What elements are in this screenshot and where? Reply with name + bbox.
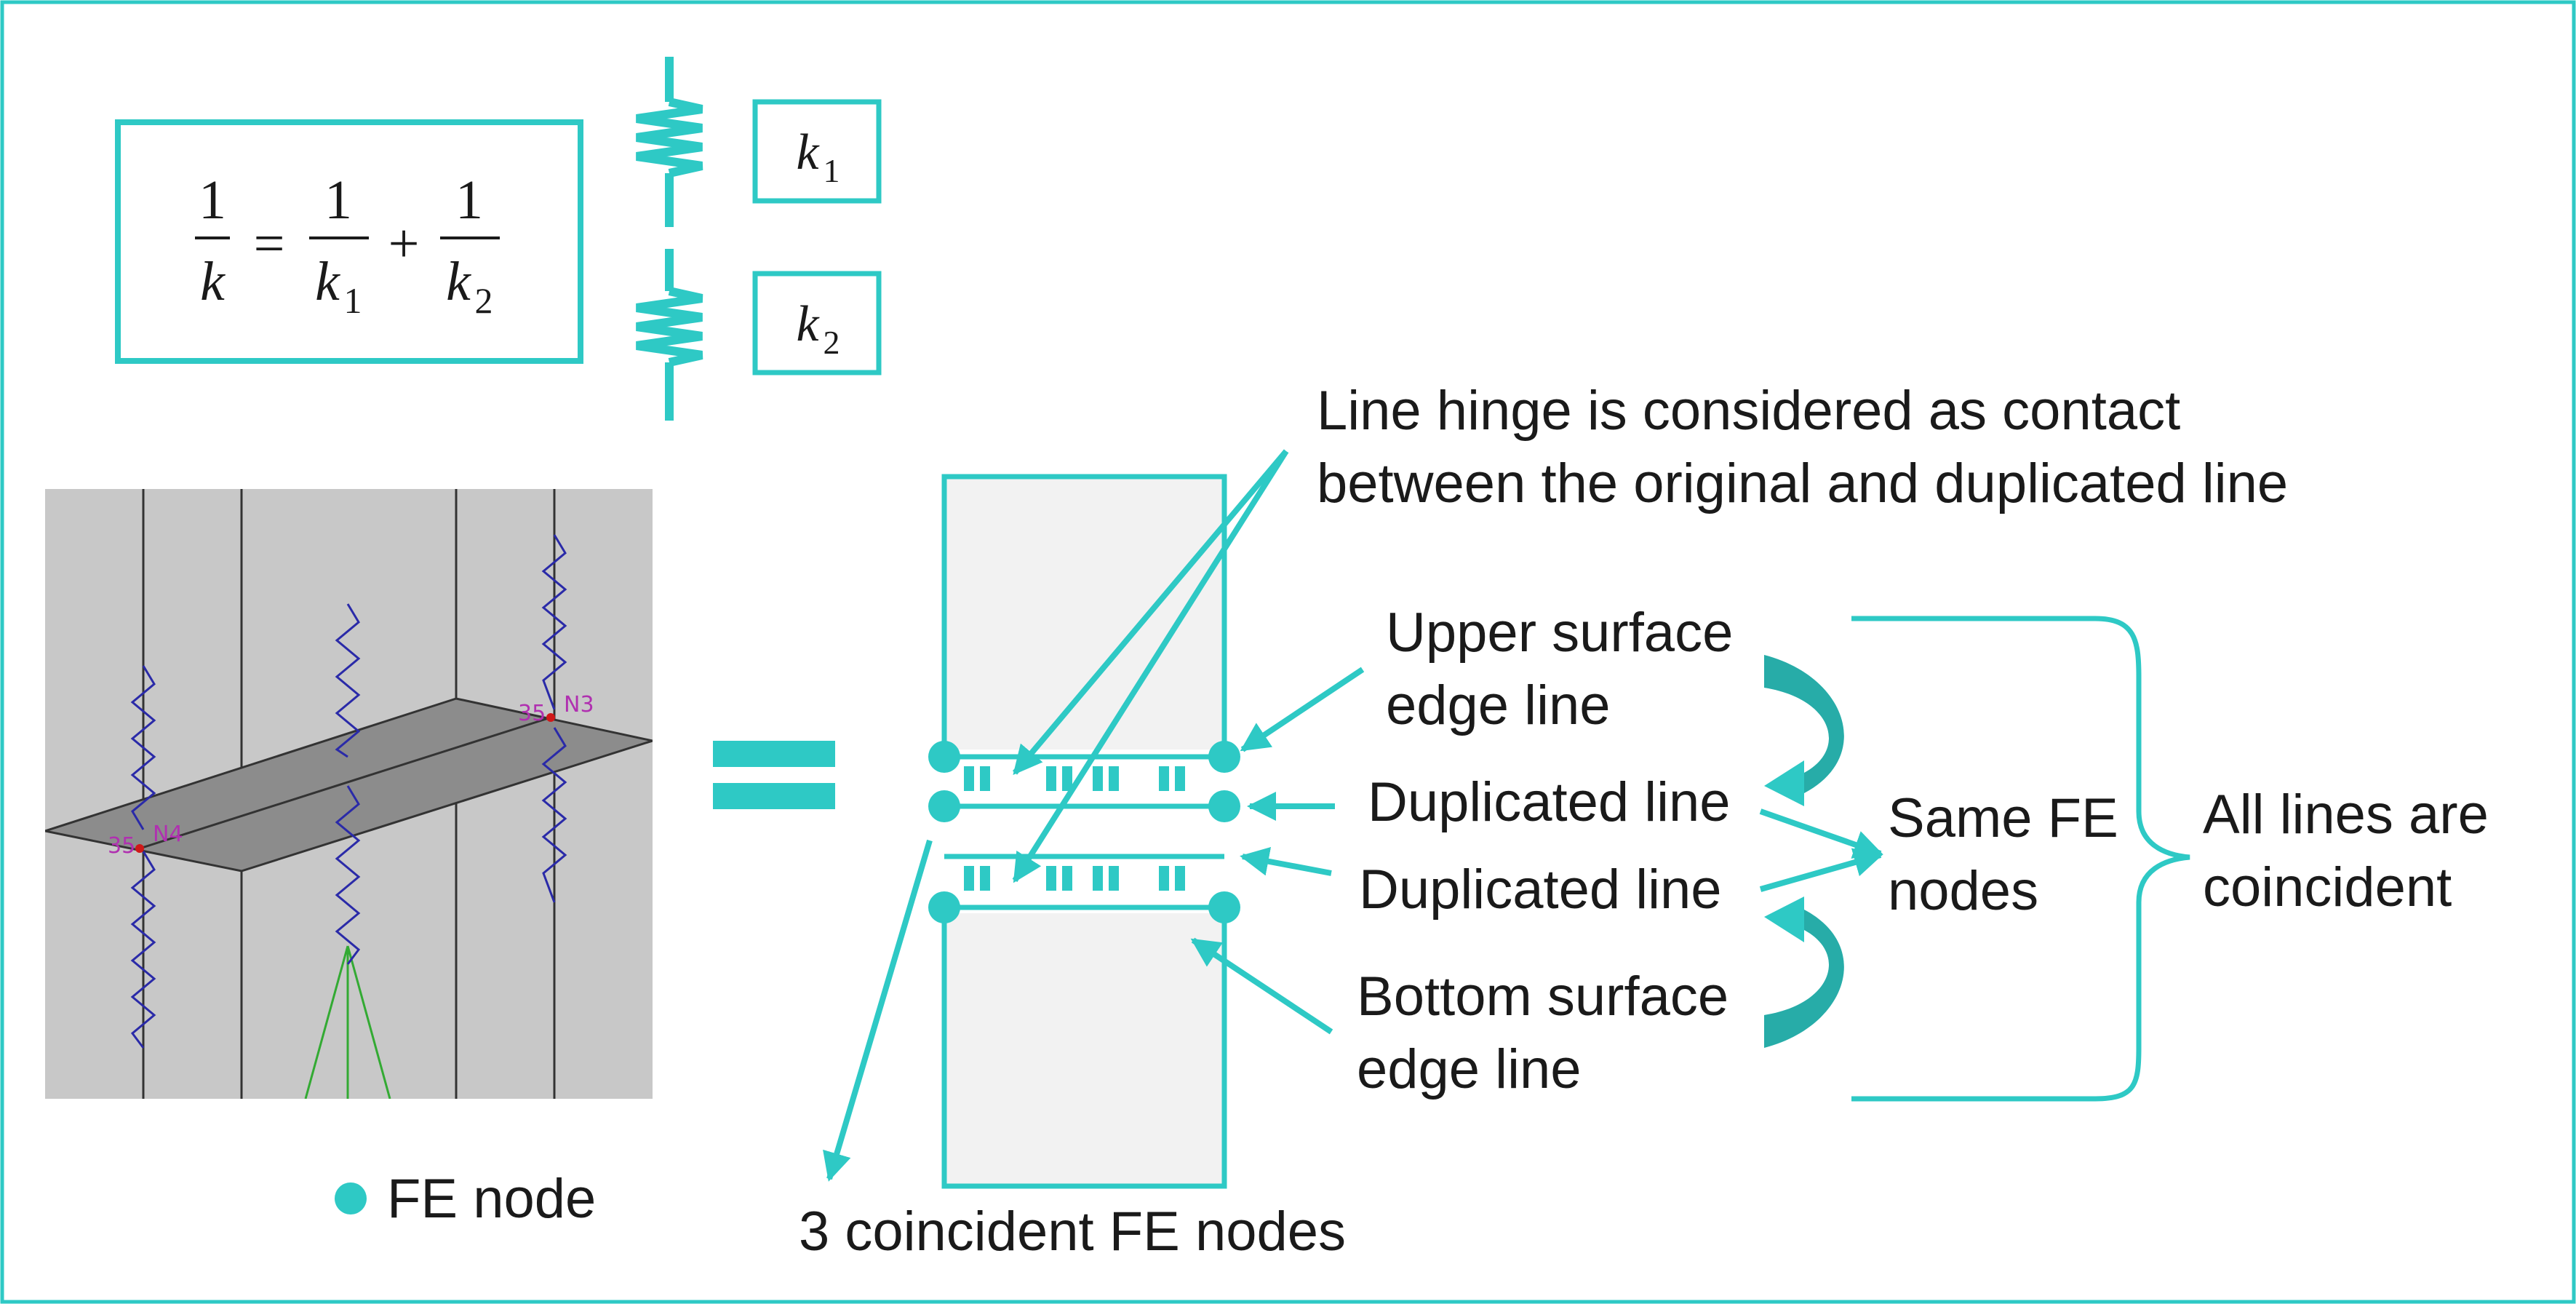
label-same-fe-2: nodes [1888,860,2038,922]
svg-text:k: k [796,296,820,352]
label-bottom-surface-1: Bottom surface [1357,966,1728,1027]
legend-fe-node: FE node [335,1168,596,1230]
formula-denominator-k2: k [446,251,471,312]
formula-equals: = [254,213,285,274]
label-upper-surface-1: Upper surface [1386,602,1733,664]
label-line-hinge-1: Line hinge is considered as contact [1317,380,2180,442]
pointer-arrows [823,449,1883,1182]
formula-numerator-2: 1 [324,170,352,231]
formula-numerator-1: 1 [199,170,226,231]
formula-denominator-k1: k [315,251,340,312]
contact-blocks-upper [964,766,1185,791]
formula-numerator-3: 1 [455,170,483,231]
label-upper-surface-2: edge line [1386,675,1611,736]
upper-panel [941,474,1227,756]
fe-model-view: N4 35 N3 35 [45,489,653,1099]
label-duplicated-line-b: Duplicated line [1359,859,1722,921]
label-same-fe-1: Same FE [1888,787,2118,849]
curved-arrow-lower [1764,896,1844,1048]
fe-node-dots [928,741,1240,923]
model-label-n3-num: 35 [518,701,546,726]
label-duplicated-line-a: Duplicated line [1368,771,1731,833]
label-line-hinge-2: between the original and duplicated line [1317,453,2288,514]
spring-label-k2: k 2 [752,271,882,375]
contact-blocks-lower [964,866,1185,891]
model-label-n3: N3 [564,692,594,717]
edge-lines [944,754,1224,910]
legend-fe-node-icon [335,1182,367,1214]
model-label-n4: N4 [153,822,183,847]
equals-sign [713,741,835,809]
svg-text:1: 1 [824,152,840,189]
formula-denominator-k: k [200,251,226,312]
legend-fe-node-label: FE node [387,1168,596,1230]
formula-sub-1: 1 [344,280,362,321]
formula-sub-2: 2 [475,280,493,321]
model-support [304,945,391,1099]
svg-text:2: 2 [824,324,840,361]
label-bottom-surface-2: edge line [1357,1038,1582,1100]
label-coincident-nodes: 3 coincident FE nodes [799,1201,1346,1263]
spring-k1-icon [636,57,703,227]
model-label-n4-num: 35 [108,833,135,859]
model-slab-hinge-line [139,716,551,850]
label-all-lines-2: coincident [2203,856,2452,918]
svg-text:k: k [796,124,820,180]
spring-label-k1: k 1 [752,99,882,204]
curved-arrow-upper [1764,655,1844,806]
model-springs [130,534,567,1049]
formula-box: 1 k = 1 k 1 + 1 k 2 [115,119,583,364]
formula-plus: + [388,213,420,274]
model-slab [45,697,653,872]
section-diagram [928,474,1240,1189]
label-all-lines-1: All lines are [2203,784,2489,846]
lower-panel [941,907,1227,1189]
curly-brace [1851,616,2190,1102]
spring-k2-icon [636,249,703,421]
model-node-n4 [135,844,144,853]
model-node-n3 [546,713,555,722]
formula-frame [115,119,583,364]
